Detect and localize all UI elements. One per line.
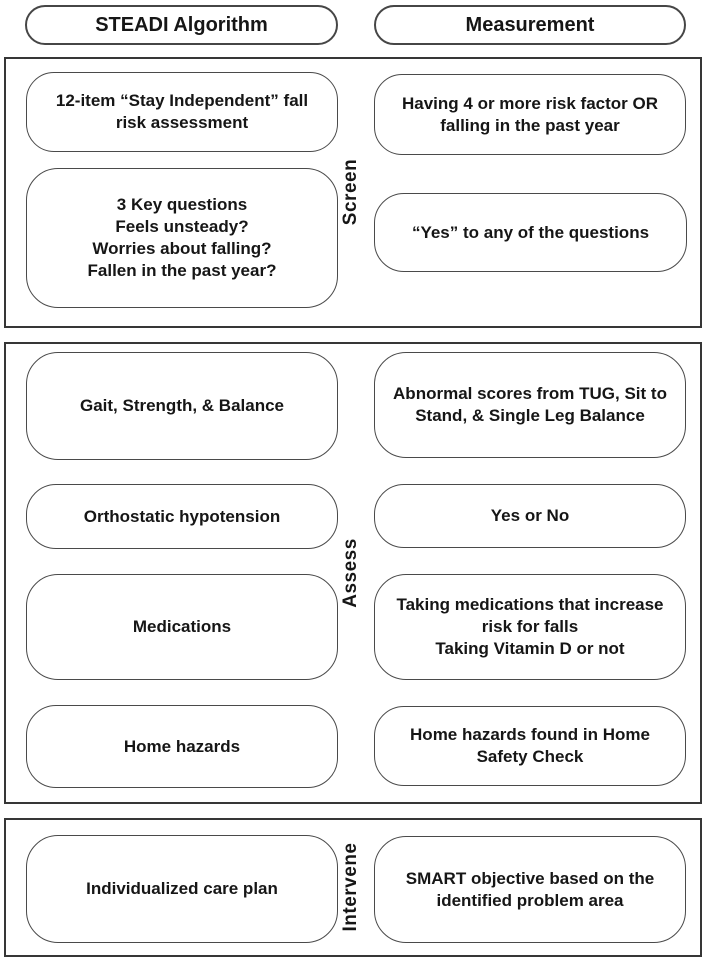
header-measurement-label: Measurement <box>465 13 595 36</box>
assess-measurement-text-1: Abnormal scores from TUG, Sit to Stand, … <box>393 384 667 425</box>
header-measurement: Measurement <box>374 5 686 45</box>
assess-measurement-box-1: Abnormal scores from TUG, Sit to Stand, … <box>374 352 686 458</box>
intervene-measurement-box-1: SMART objective based on the identified … <box>374 836 686 943</box>
assess-algorithm-box-4: Home hazards <box>26 705 338 788</box>
intervene-algorithm-text-1: Individualized care plan <box>86 879 278 898</box>
assess-algorithm-box-3: Medications <box>26 574 338 680</box>
screen-algorithm-text-2: 3 Key questions Feels unsteady? Worries … <box>87 195 277 280</box>
intervene-measurement-text-1: SMART objective based on the identified … <box>405 868 655 910</box>
header-steadi-algorithm: STEADI Algorithm <box>25 5 338 45</box>
screen-algorithm-box-2: 3 Key questions Feels unsteady? Worries … <box>26 168 338 308</box>
assess-measurement-box-3: Taking medications that increase risk fo… <box>374 574 686 680</box>
assess-measurement-box-4: Home hazards found in Home Safety Check <box>374 706 686 786</box>
assess-measurement-box-2: Yes or No <box>374 484 686 548</box>
assess-measurement-text-2: Yes or No <box>490 506 570 525</box>
screen-algorithm-box-1: 12-item “Stay Independent” fall risk ass… <box>26 72 338 152</box>
intervene-algorithm-box-1: Individualized care plan <box>26 835 338 943</box>
assess-algorithm-box-1: Gait, Strength, & Balance <box>26 352 338 460</box>
section-label-assess: Assess <box>340 538 361 608</box>
assess-measurement-text-3: Taking medications that increase risk fo… <box>396 595 664 658</box>
assess-algorithm-text-4: Home hazards <box>123 736 241 756</box>
header-steadi-algorithm-label: STEADI Algorithm <box>95 13 268 36</box>
screen-measurement-text-1: Having 4 or more risk factor OR falling … <box>401 93 659 135</box>
screen-measurement-text-2: “Yes” to any of the questions <box>411 222 650 242</box>
section-label-screen: Screen <box>340 158 361 226</box>
assess-algorithm-text-3: Medications <box>132 617 232 636</box>
screen-algorithm-text-1: 12-item “Stay Independent” fall risk ass… <box>55 91 309 132</box>
assess-algorithm-text-2: Orthostatic hypotension <box>83 506 281 526</box>
assess-algorithm-text-1: Gait, Strength, & Balance <box>79 396 285 415</box>
assess-measurement-text-4: Home hazards found in Home Safety Check <box>410 725 650 766</box>
section-label-intervene: Intervene <box>340 842 361 932</box>
screen-measurement-box-1: Having 4 or more risk factor OR falling … <box>374 74 686 155</box>
screen-measurement-box-2: “Yes” to any of the questions <box>374 193 687 272</box>
assess-algorithm-box-2: Orthostatic hypotension <box>26 484 338 549</box>
